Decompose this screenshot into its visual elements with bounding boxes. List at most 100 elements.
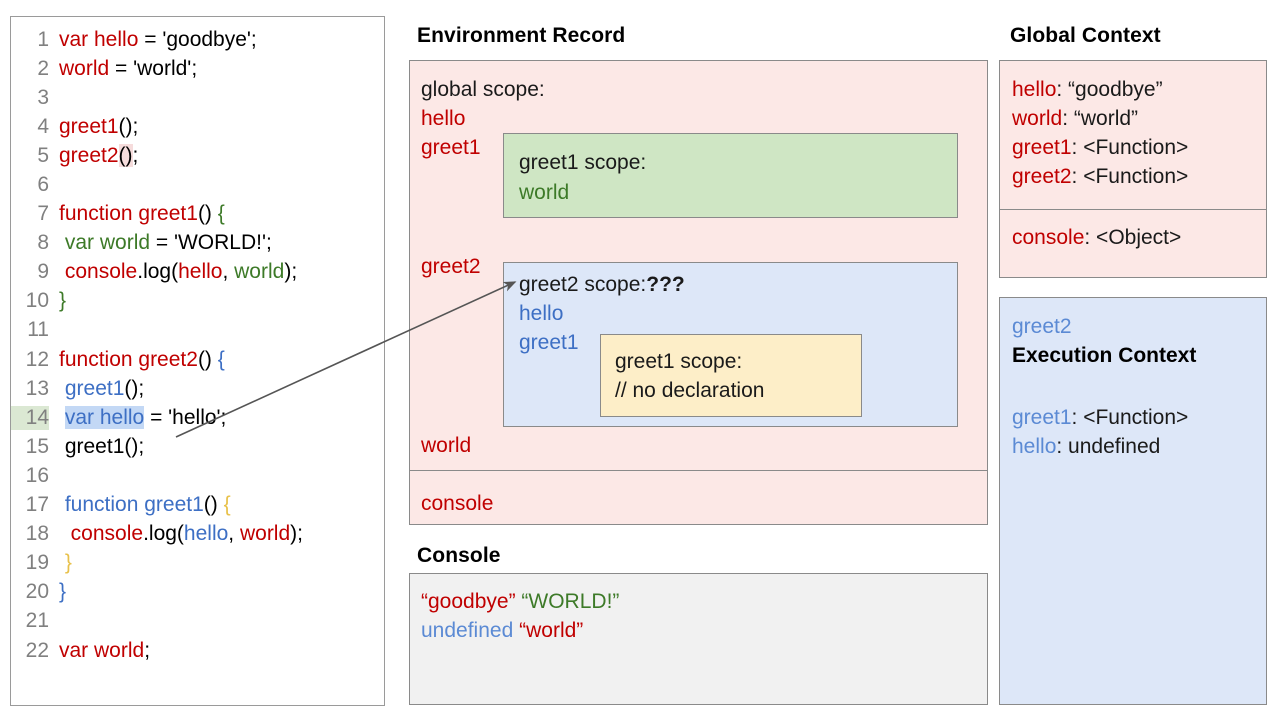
code-line-number: 12	[25, 347, 49, 371]
code-token: hello	[178, 260, 223, 284]
console-output-token: “world”	[519, 619, 584, 642]
binding-value: : <Function>	[1071, 165, 1189, 188]
code-token: ();	[124, 376, 145, 400]
code-line[interactable]: 19 }	[11, 549, 384, 578]
code-token	[59, 522, 71, 545]
code-token: }	[64, 551, 72, 575]
code-line[interactable]: 14 var hello = 'hello';	[11, 403, 384, 432]
code-line-number: 18	[25, 522, 49, 546]
code-line-text: }	[49, 551, 72, 575]
code-token: ()	[203, 493, 224, 517]
code-token: ();	[118, 114, 139, 138]
code-line-number: 21	[25, 609, 49, 633]
code-token: );	[290, 522, 303, 546]
code-line[interactable]: 8 var world = 'WORLD!';	[11, 229, 384, 258]
code-line-number: 15	[25, 434, 49, 458]
binding-value: : <Object>	[1084, 226, 1182, 249]
code-token: hello	[183, 522, 229, 546]
environment-record-divider	[409, 470, 988, 471]
code-token: var world	[59, 638, 145, 662]
code-token: greet1	[64, 376, 125, 400]
code-line[interactable]: 13 greet1();	[11, 374, 384, 403]
binding-value: : “goodbye”	[1056, 78, 1163, 101]
binding-key: hello	[1012, 435, 1057, 458]
code-line-text: world = 'world';	[49, 57, 197, 81]
greet2-scope-unknown-marker: ???	[646, 273, 685, 296]
greet2-scope-header-row: greet2 scope:???	[519, 273, 685, 297]
code-line-text: greet1();	[49, 435, 144, 459]
code-line[interactable]: 18 console.log(hello, world);	[11, 520, 384, 549]
code-line-number: 1	[37, 27, 49, 51]
global-scope-label: global scope:	[421, 78, 545, 101]
global-context-binding-hello: hello: “goodbye”	[1012, 78, 1163, 102]
code-line[interactable]: 10}	[11, 287, 384, 316]
global-context-binding-greet1: greet1: <Function>	[1012, 136, 1188, 160]
global-context-box	[999, 60, 1267, 278]
code-line-text: var world;	[49, 639, 150, 663]
code-token: console	[70, 522, 144, 546]
code-token: function greet1	[64, 493, 204, 517]
code-line[interactable]: 15 greet1();	[11, 432, 384, 461]
execution-context-binding-greet1: greet1: <Function>	[1012, 406, 1188, 430]
code-line-number: 19	[25, 551, 49, 575]
code-token: }	[59, 289, 67, 313]
code-line-number: 16	[25, 463, 49, 487]
code-token: world	[59, 56, 110, 80]
environment-record-title: Environment Record	[417, 24, 626, 47]
binding-key: console	[1012, 226, 1085, 249]
console-output-line: undefined “world”	[421, 619, 583, 643]
greet1-inner-scope-comment: // no declaration	[615, 379, 765, 402]
code-token: {	[217, 202, 225, 226]
er-binding-hello: hello	[421, 107, 466, 130]
code-line-text: greet2();	[49, 143, 139, 168]
execution-context-heading: Execution Context	[1012, 344, 1197, 367]
code-line-text: greet1();	[49, 115, 138, 139]
code-token: console	[64, 260, 138, 284]
code-token: greet2	[59, 143, 119, 167]
code-line-number: 9	[37, 260, 49, 284]
execution-context-binding-hello: hello: undefined	[1012, 435, 1160, 459]
code-line[interactable]: 3	[11, 83, 384, 112]
code-token: );	[284, 260, 298, 284]
code-token: ;	[132, 143, 139, 167]
binding-value: : <Function>	[1071, 406, 1189, 429]
binding-value: : “world”	[1062, 107, 1139, 130]
code-line-number: 17	[25, 493, 49, 517]
code-token: greet1();	[59, 434, 145, 458]
global-context-binding-world: world: “world”	[1012, 107, 1138, 131]
code-token: .log(	[143, 522, 184, 546]
execution-context-box	[999, 297, 1267, 705]
code-token: function greet2	[59, 347, 198, 371]
code-token: = 'world';	[109, 56, 198, 80]
code-token: =	[138, 27, 163, 51]
binding-value: : <Function>	[1071, 136, 1189, 159]
code-line[interactable]: 17 function greet1() {	[11, 491, 384, 520]
code-token: ,	[228, 522, 240, 546]
code-line-number: 6	[37, 173, 49, 197]
binding-key: world	[1012, 107, 1063, 130]
code-line-text: console.log(hello, world);	[49, 260, 297, 284]
binding-value: : undefined	[1056, 435, 1161, 458]
code-line[interactable]: 21	[11, 607, 384, 636]
code-token: var world	[64, 231, 151, 255]
code-line[interactable]: 16	[11, 461, 384, 490]
code-line[interactable]: 11	[11, 316, 384, 345]
er-binding-greet1: greet1	[421, 136, 481, 159]
code-line-number: 2	[37, 56, 49, 80]
code-line[interactable]: 9 console.log(hello, world);	[11, 258, 384, 287]
binding-key: greet1	[1012, 136, 1072, 159]
code-token: ()	[197, 202, 218, 226]
code-line-text: console.log(hello, world);	[49, 522, 303, 546]
code-line[interactable]: 20}	[11, 578, 384, 607]
console-output-token: “WORLD!”	[521, 590, 620, 613]
global-context-binding-console: console: <Object>	[1012, 226, 1181, 250]
code-line[interactable]: 6	[11, 170, 384, 199]
